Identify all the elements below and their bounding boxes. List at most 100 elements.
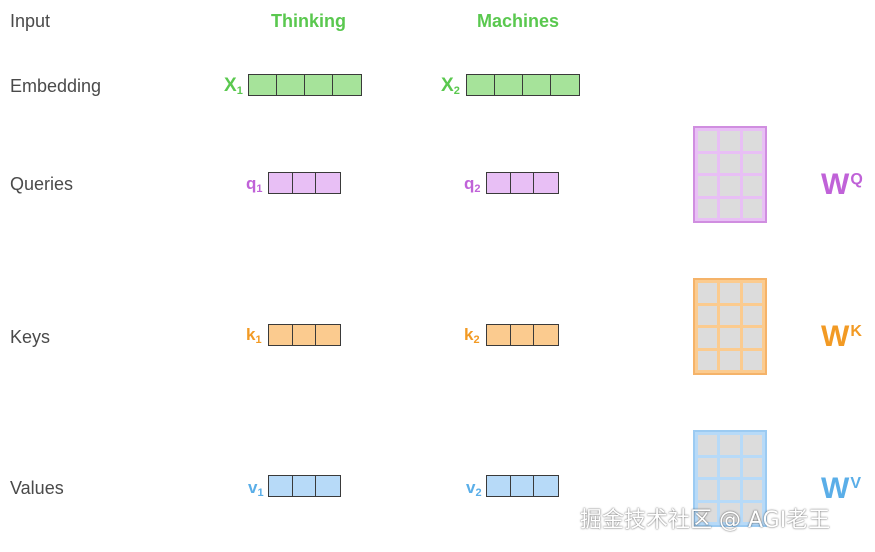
matrix-cell xyxy=(720,131,740,151)
weight-label-wv-sup: V xyxy=(850,475,861,492)
key-label-k2: k2 xyxy=(464,324,480,348)
matrix-cell xyxy=(720,153,740,173)
vector-cell xyxy=(293,476,317,496)
key-label-k1: k1 xyxy=(246,324,262,348)
value-label-v1-sub: 1 xyxy=(257,487,264,499)
matrix-cell xyxy=(698,153,718,173)
matrix-cell xyxy=(698,502,718,522)
embedding-vector-x1 xyxy=(248,74,362,96)
vector-cell xyxy=(467,75,495,95)
matrix-cell xyxy=(720,350,740,370)
matrix-cell xyxy=(742,198,762,218)
query-label-q2-main: q xyxy=(464,174,475,193)
vector-cell xyxy=(269,325,293,345)
vector-cell xyxy=(269,476,293,496)
watermark: 掘金技术社区 @ AGI老王 xyxy=(580,508,831,533)
embedding-vector-x2 xyxy=(466,74,580,96)
embedding-label-x1-main: X xyxy=(224,75,237,96)
matrix-cell xyxy=(720,305,740,325)
vector-cell xyxy=(495,75,523,95)
matrix-cell xyxy=(742,350,762,370)
weight-label-wq-main: W xyxy=(821,168,850,201)
matrix-cell xyxy=(720,480,740,500)
weight-label-wk: WK xyxy=(821,322,862,357)
embedding-label-x2-sub: 2 xyxy=(453,85,460,97)
vector-cell xyxy=(316,173,340,193)
matrix-cell xyxy=(742,153,762,173)
weight-label-wk-sup: K xyxy=(850,323,862,340)
vector-cell xyxy=(534,173,558,193)
weight-matrix-wv xyxy=(693,430,767,527)
matrix-cell xyxy=(720,176,740,196)
matrix-cell xyxy=(698,457,718,477)
matrix-cell xyxy=(742,435,762,455)
value-vector-v2 xyxy=(486,475,559,497)
vector-cell xyxy=(511,476,535,496)
matrix-cell xyxy=(698,283,718,303)
matrix-cell xyxy=(698,435,718,455)
vector-cell xyxy=(487,173,511,193)
weight-matrix-wk xyxy=(693,278,767,375)
vector-cell xyxy=(487,325,511,345)
matrix-cell xyxy=(698,305,718,325)
row-label-keys: Keys xyxy=(10,327,51,347)
value-vector-v1 xyxy=(268,475,341,497)
row-label-values: Values xyxy=(10,478,64,498)
matrix-cell xyxy=(720,457,740,477)
vector-cell xyxy=(534,476,558,496)
embedding-label-x1: X1 xyxy=(224,75,243,99)
matrix-cell xyxy=(698,350,718,370)
embedding-label-x2: X2 xyxy=(441,75,460,99)
vector-cell xyxy=(293,173,317,193)
query-label-q2: q2 xyxy=(464,173,481,197)
vector-cell xyxy=(316,476,340,496)
value-label-v1-main: v xyxy=(248,478,258,497)
query-label-q1-sub: 1 xyxy=(256,183,263,195)
matrix-cell xyxy=(698,131,718,151)
matrix-cell xyxy=(742,305,762,325)
matrix-cell xyxy=(742,457,762,477)
key-vector-k1 xyxy=(268,324,341,346)
vector-cell xyxy=(249,75,277,95)
matrix-cell xyxy=(742,502,762,522)
weight-label-wq: WQ xyxy=(821,170,863,205)
key-label-k1-sub: 1 xyxy=(255,334,262,346)
value-label-v2-sub: 2 xyxy=(475,487,482,499)
matrix-cell xyxy=(742,480,762,500)
matrix-cell xyxy=(720,198,740,218)
embedding-label-x2-main: X xyxy=(441,75,454,96)
vector-cell xyxy=(293,325,317,345)
vector-cell xyxy=(269,173,293,193)
matrix-cell xyxy=(698,198,718,218)
query-label-q1: q1 xyxy=(246,173,263,197)
vector-cell xyxy=(523,75,551,95)
vector-cell xyxy=(333,75,361,95)
value-label-v2-main: v xyxy=(466,478,476,497)
vector-cell xyxy=(316,325,340,345)
value-label-v1: v1 xyxy=(248,477,264,501)
vector-cell xyxy=(511,173,535,193)
vector-cell xyxy=(551,75,579,95)
embedding-label-x1-sub: 1 xyxy=(236,85,243,97)
value-label-v2: v2 xyxy=(466,477,482,501)
vector-cell xyxy=(277,75,305,95)
matrix-cell xyxy=(698,480,718,500)
weight-label-wq-sup: Q xyxy=(850,171,863,188)
key-label-k1-main: k xyxy=(246,325,256,344)
matrix-cell xyxy=(720,328,740,348)
weight-label-wk-main: W xyxy=(821,320,850,353)
matrix-cell xyxy=(742,283,762,303)
query-vector-q1 xyxy=(268,172,341,194)
key-label-k2-main: k xyxy=(464,325,474,344)
matrix-cell xyxy=(698,328,718,348)
input-word-thinking: Thinking xyxy=(271,11,346,31)
matrix-cell xyxy=(742,328,762,348)
row-label-input: Input xyxy=(10,11,51,31)
query-label-q1-main: q xyxy=(246,174,257,193)
weight-label-wv-main: W xyxy=(821,472,850,505)
matrix-cell xyxy=(742,131,762,151)
row-label-queries: Queries xyxy=(10,174,74,194)
vector-cell xyxy=(534,325,558,345)
weight-matrix-wq xyxy=(693,126,767,223)
row-label-embedding: Embedding xyxy=(10,76,102,96)
